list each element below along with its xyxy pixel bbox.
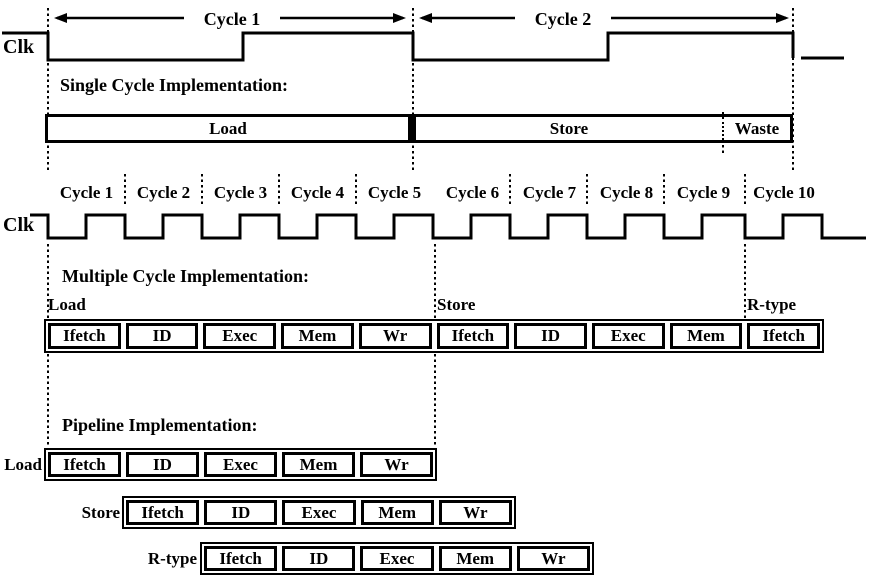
stage-box: Ifetch [436,323,510,349]
cycle-label-6: Cycle 6 [445,183,500,202]
cycle2-span-label: Cycle 2 [515,8,611,30]
stage-box: Exec [203,323,277,349]
cycle-label-2: Cycle 2 [136,183,191,202]
stage-box: ID [204,500,278,525]
pipeline-load-label: Load [4,455,42,474]
cycle-label-7: Cycle 7 [522,183,577,202]
stage-box: Exec [591,323,665,349]
clock2 [30,213,866,240]
multi-store-label: Store [437,295,476,314]
arrowhead-left-icon [54,13,67,23]
pipeline-heading: Pipeline Implementation: [62,415,258,435]
clk-label-single: Clk [3,36,35,58]
stage-box: Exec [360,546,434,571]
stage-box: Mem [360,500,434,525]
stage-box: Mem [282,452,355,477]
stage-box: Mem [281,323,354,349]
stage-box: Ifetch [126,500,200,525]
stage-box: Ifetch [204,546,278,571]
cycle1-span-label: Cycle 1 [184,8,280,30]
cycle-label-5: Cycle 5 [367,183,422,202]
single-load-segment: Load [209,118,247,138]
stage-box: ID [126,452,199,477]
stage-box: Wr [516,546,591,571]
pipeline-rtype-label: R-type [147,549,197,568]
multiple-cycle-heading: Multiple Cycle Implementation: [62,266,309,286]
stage-box: Exec [204,452,277,477]
stage-box: Ifetch [747,323,821,349]
stage-box: Wr [438,500,513,525]
stage-box: Ifetch [48,323,121,349]
stage-box: Mem [669,323,743,349]
stage-box: Exec [282,500,356,525]
cycle-label-4: Cycle 4 [290,183,345,202]
arrowhead-left-icon [419,13,432,23]
single-store-segment: Store [549,118,589,138]
stage-box: Wr [358,323,432,349]
multi-rtype-label: R-type [747,295,797,314]
arrowhead-right-icon [776,13,789,23]
stage-box: ID [282,546,356,571]
arrowhead-right-icon [393,13,406,23]
segment-divider [408,117,416,140]
stage-box: ID [125,323,199,349]
cycle-label-10: Cycle 10 [753,183,815,202]
cycle-label-3: Cycle 3 [213,183,268,202]
cycle-label-1: Cycle 1 [59,183,114,202]
cycle-label-9: Cycle 9 [676,183,731,202]
clock1-main [2,31,795,62]
cycle-label-8: Cycle 8 [599,183,654,202]
stage-box: Wr [360,452,433,477]
pipeline-store-label: Store [81,503,120,522]
stage-box: Ifetch [48,452,121,477]
stage-box: Mem [438,546,512,571]
clk-label-multi: Clk [3,214,35,236]
waste-dotted-divider [722,117,724,140]
multi-load-label: Load [48,295,86,314]
single-cycle-instruction-bar: Load Store Waste [45,114,793,143]
stage-box: ID [514,323,587,349]
single-waste-segment: Waste [734,118,780,138]
single-cycle-heading: Single Cycle Implementation: [60,75,288,95]
